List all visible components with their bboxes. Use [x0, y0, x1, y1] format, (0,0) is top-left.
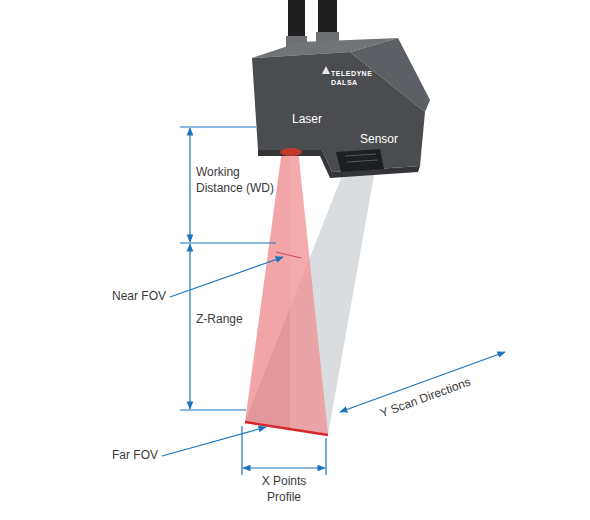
profile-line — [245, 422, 328, 435]
part-label: Laser — [292, 112, 337, 128]
profiler-housing — [252, 38, 430, 178]
part-label: Sensor — [360, 132, 410, 148]
laser-fan-highlight — [290, 150, 328, 435]
logo-text: DALSA — [331, 79, 391, 86]
logo-text: TELEDYNE — [331, 70, 391, 77]
callout-label: Far FOV — [92, 448, 158, 464]
dimension-lines — [162, 127, 505, 475]
near-fov-line — [276, 252, 301, 258]
dimension-label: Working Distance (WD) — [196, 165, 278, 196]
dimension-label: X Points Profile — [244, 474, 324, 505]
callout-label: Near FOV — [92, 289, 166, 305]
dimension-label: Z-Range — [196, 312, 266, 328]
